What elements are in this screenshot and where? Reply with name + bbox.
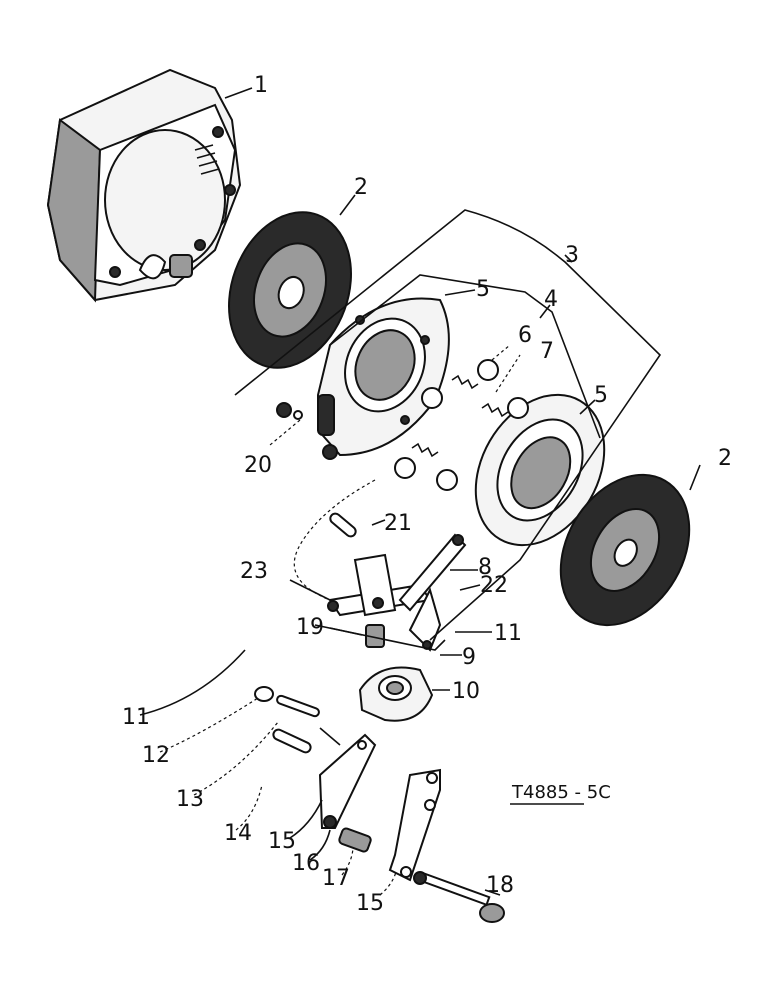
callout-1: 1 [254,73,268,98]
reference-code-block: T4885 - 5C [510,782,611,805]
part-5-pressure-plate-upper [317,297,450,460]
callout-5-upper: 5 [476,277,490,302]
part-21-pin [329,512,357,538]
group-bracket-3 [234,209,662,641]
reference-code: T4885 - 5C [511,782,611,803]
callout-2-upper: 2 [354,175,368,200]
callout-22: 22 [480,573,508,598]
part-15-17-links [318,733,441,882]
callout-10: 10 [452,679,480,704]
part-10-bearing-housing [358,666,434,722]
callout-17: 17 [322,866,350,891]
dashed-lead-21 [293,479,376,601]
callout-11-left: 11 [122,705,150,730]
part-11-14-pins-washers [254,686,341,754]
part-18-bolt [413,871,505,923]
callout-16: 16 [292,851,320,876]
callout-8: 8 [478,555,492,580]
callout-13: 13 [176,787,204,812]
callout-15-left: 15 [268,829,296,854]
callout-5-lower: 5 [594,383,608,408]
callout-14: 14 [224,821,252,846]
part-8-9-22-23-levers [327,533,467,652]
part-20-nut [276,402,303,420]
callout-9: 9 [462,645,476,670]
part-2-friction-disc-upper [228,211,352,369]
leader-lines [139,87,701,896]
callout-15-right: 15 [356,891,384,916]
callout-20: 20 [244,453,272,478]
callout-3: 3 [565,243,579,268]
callout-21: 21 [384,511,412,536]
callout-7: 7 [540,339,554,364]
callout-11-right: 11 [494,621,522,646]
callout-4: 4 [544,287,558,312]
callout-19: 19 [296,615,324,640]
callout-12: 12 [142,743,170,768]
part-5-plate-lower [474,393,606,547]
callout-labels: 1 2 3 5 4 6 7 5 2 20 21 23 8 22 19 11 9 … [122,73,732,916]
part-2-friction-disc-lower [559,473,691,627]
callout-18: 18 [486,873,514,898]
dashed-lead-20 [269,419,301,446]
group-bracket-4 [329,274,601,439]
callout-6: 6 [518,323,532,348]
callout-23: 23 [240,559,268,584]
part-6-7-balls-springs [394,359,529,491]
callout-2-lower: 2 [718,446,732,471]
part-1-housing [46,68,242,303]
